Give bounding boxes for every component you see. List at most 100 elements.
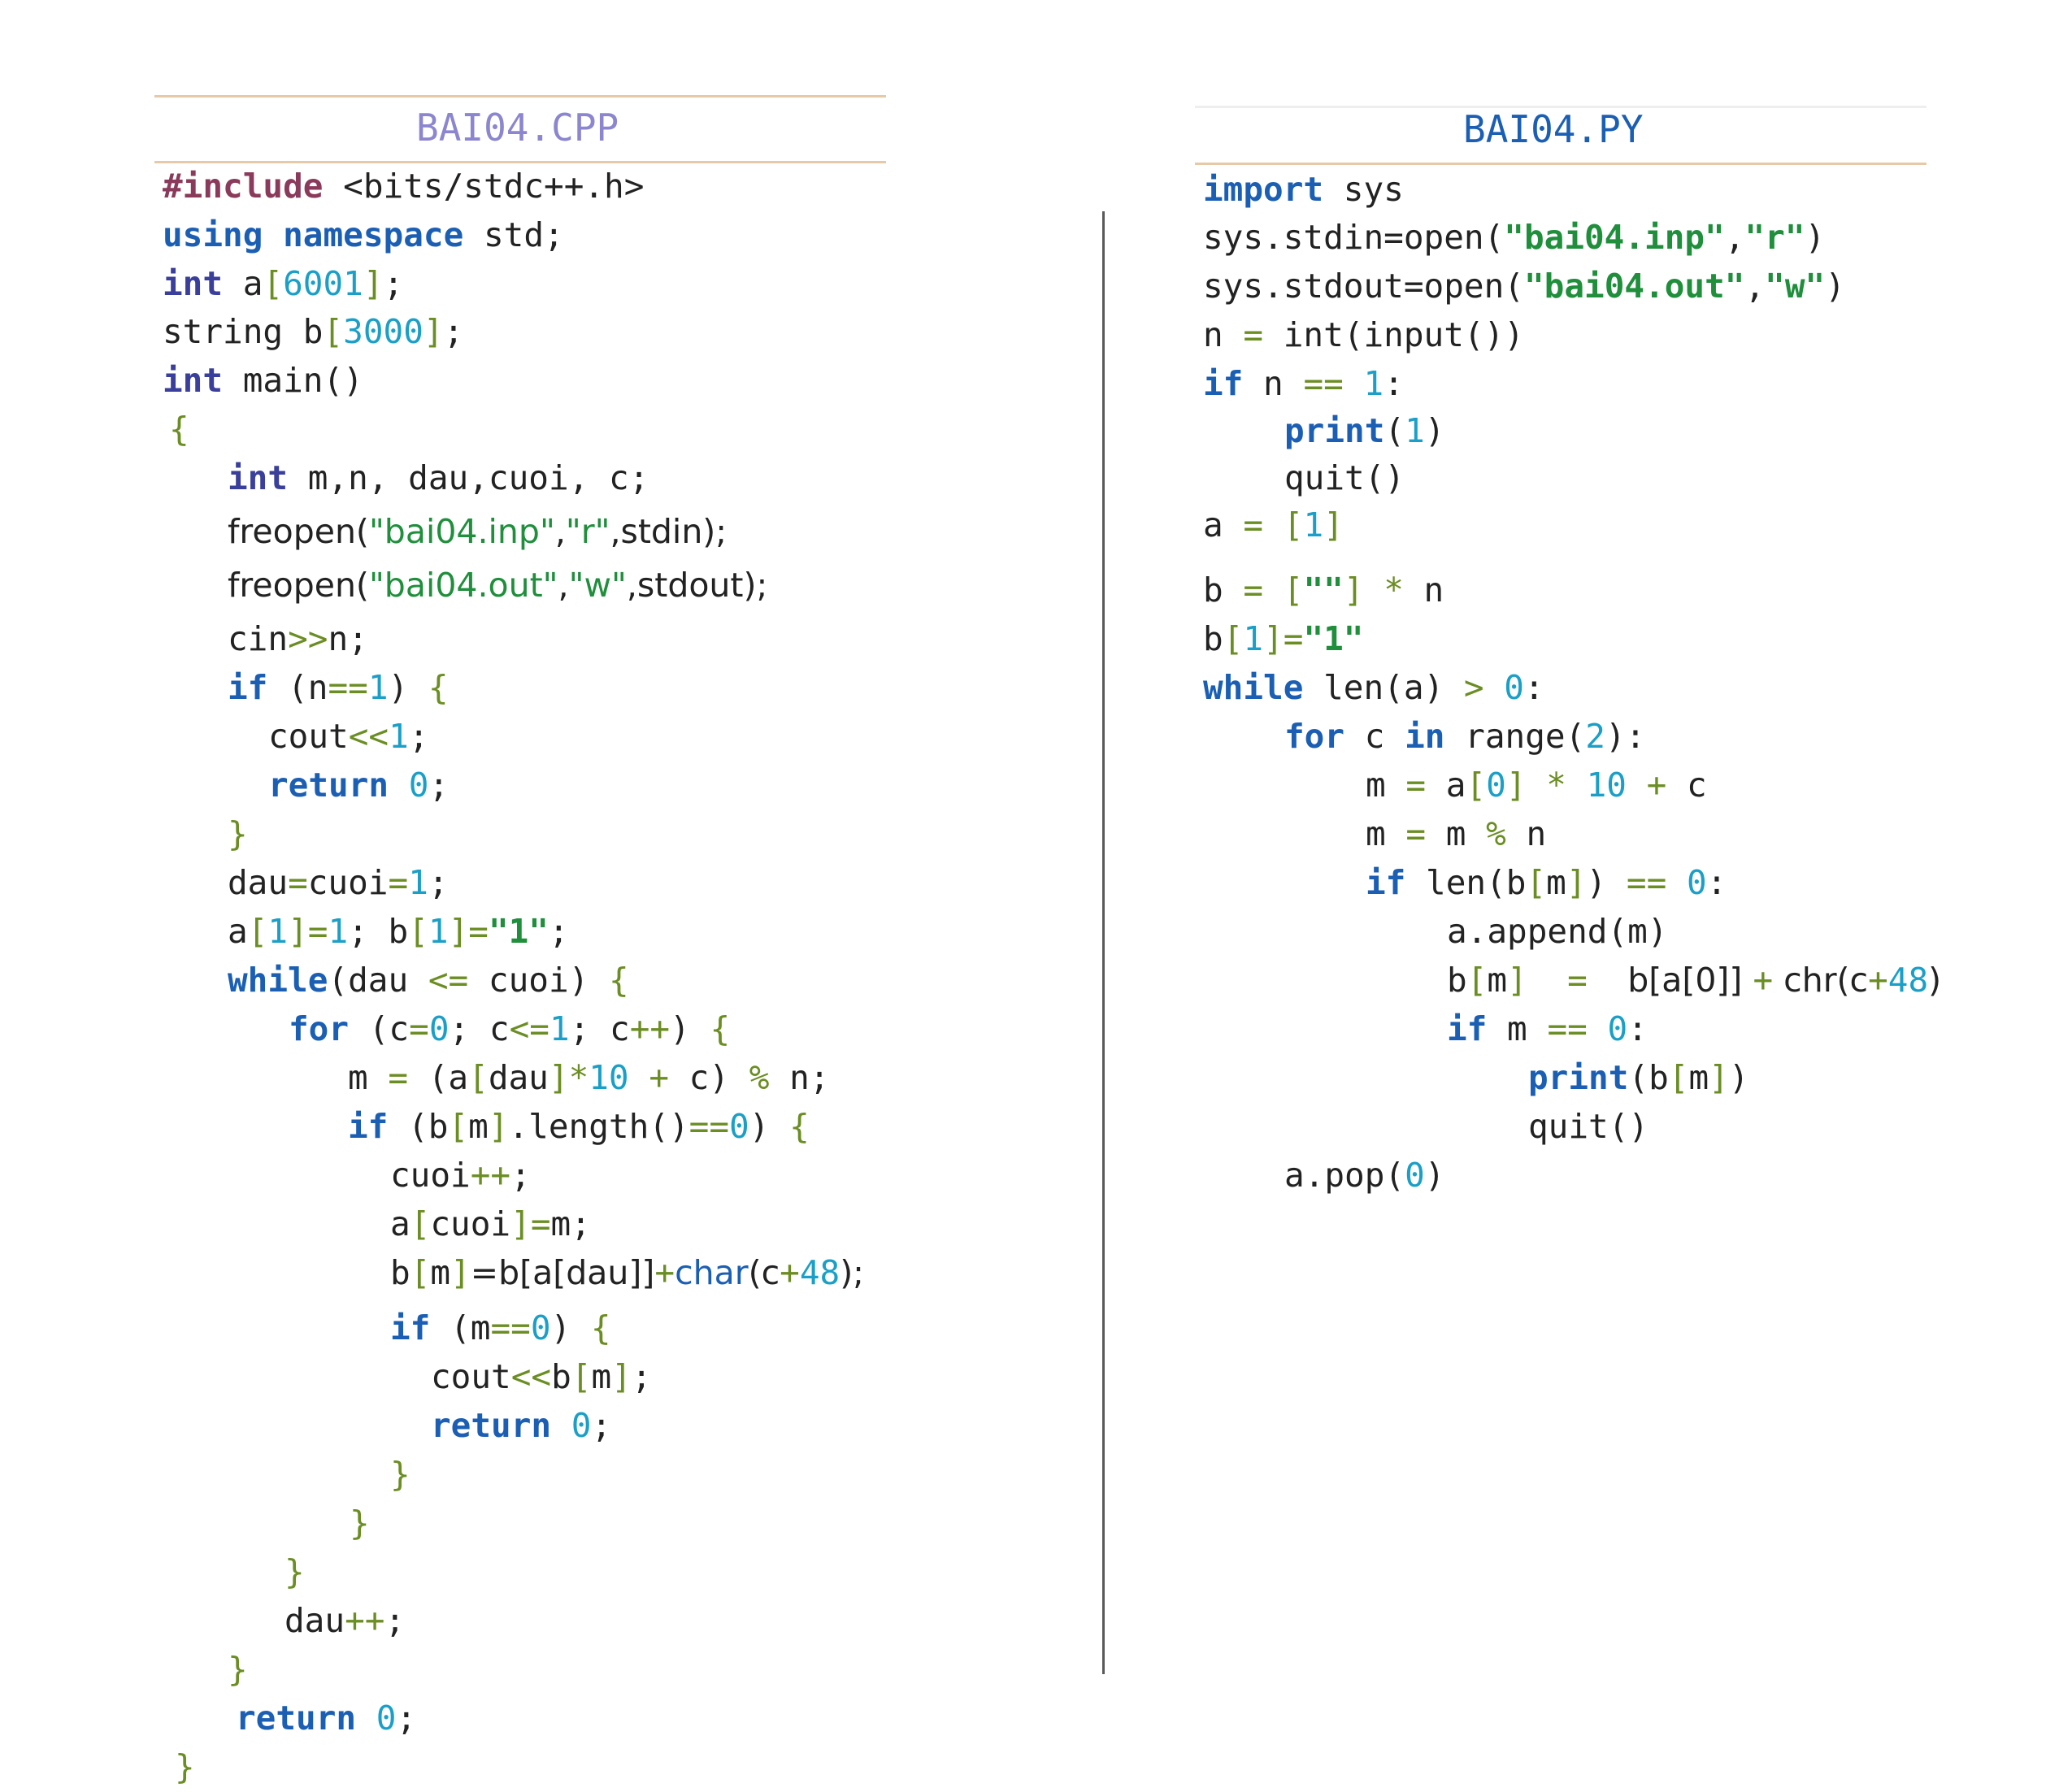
cpp-token: main() (223, 361, 363, 400)
cpp-token: [ (448, 1107, 469, 1146)
py-code-line: m = m % n (1366, 818, 1546, 851)
cpp-token: { (590, 1308, 611, 1347)
cpp-token: <bits/stdc++.h> (323, 167, 645, 206)
cpp-title: BAI04.CPP (416, 106, 619, 150)
py-token: ] (1709, 1058, 1729, 1097)
cpp-token: b (551, 1357, 571, 1396)
cpp-code-line: if (m==0) { (390, 1312, 611, 1345)
py-token: = (1283, 619, 1304, 658)
py-token: ] (1566, 863, 1587, 902)
cpp-token: { (428, 668, 449, 707)
cpp-token: string b (163, 312, 324, 351)
py-token: "bai04.inp" (1504, 218, 1725, 257)
py-token: "bai04.out" (1523, 267, 1745, 306)
py-token: m (1546, 863, 1566, 902)
py-token: n (1203, 315, 1244, 354)
py-code-line: if m == 0: (1447, 1013, 1648, 1046)
cpp-code-line: { (169, 413, 189, 446)
cpp-token: (a (408, 1058, 469, 1097)
cpp-token: } (175, 1747, 195, 1786)
py-token: ] (1505, 766, 1527, 805)
py-token: 1 (1303, 505, 1324, 545)
cpp-token: 0 (408, 766, 429, 805)
py-token: m (1366, 814, 1406, 853)
cpp-token: << (348, 717, 389, 756)
cpp-token: ; (549, 912, 569, 951)
py-code-line: if n == 1: (1203, 367, 1404, 401)
py-token: n (1505, 814, 1547, 853)
cpp-code-line: cout<<b[m]; (431, 1360, 652, 1394)
cpp-token: { (789, 1107, 810, 1146)
py-token: "1" (1303, 619, 1364, 658)
py-code-line: sys.stdout=open("bai04.out","w") (1203, 270, 1845, 303)
py-token: chr(c (1773, 961, 1869, 1000)
py-token: len(b (1405, 863, 1527, 902)
cpp-code-line: } (285, 1556, 305, 1589)
py-token: quit() (1528, 1107, 1649, 1146)
cpp-token: =b[a[dau]] (470, 1253, 655, 1292)
cpp-token (356, 1699, 376, 1738)
py-token: ] (1507, 961, 1527, 1000)
py-code-line: b = [""] * n (1203, 574, 1444, 607)
cpp-token (629, 1058, 649, 1097)
cpp-code-line: cin>>n; (228, 623, 368, 656)
cpp-token: ) (749, 1107, 790, 1146)
cpp-token: ] (423, 312, 444, 351)
cpp-token: m (348, 1058, 389, 1097)
cpp-token: cuoi (430, 1204, 511, 1243)
py-token (1484, 668, 1505, 707)
py-token: [ (1466, 961, 1488, 1000)
cpp-token: [ (410, 1253, 431, 1292)
py-token: for (1284, 717, 1345, 756)
cpp-token: ; (591, 1406, 612, 1445)
cpp-token: cuoi (390, 1156, 471, 1195)
py-token: ) (1928, 961, 1942, 1000)
cpp-token: m (430, 1253, 451, 1292)
cpp-token: ++ (345, 1601, 385, 1640)
py-token: 0 (1607, 1009, 1628, 1048)
cpp-token: 1 (408, 863, 428, 902)
py-token: = (1243, 505, 1264, 545)
py-token: = (1567, 961, 1588, 1000)
py-token: print (1284, 411, 1385, 450)
cpp-token: (dau (328, 961, 428, 1000)
cpp-token: , (554, 512, 566, 551)
cpp-token: int (228, 458, 289, 497)
cpp-token: = (288, 863, 308, 902)
py-token: ) (1805, 218, 1826, 257)
py-token: : (1706, 863, 1727, 902)
cpp-token: == (490, 1308, 531, 1347)
cpp-token: ] (611, 1357, 632, 1396)
cpp-token: ] (448, 912, 469, 951)
cpp-token: while (228, 961, 328, 1000)
py-token (1527, 961, 1567, 1000)
cpp-token: [ (571, 1357, 592, 1396)
py-token: "" (1303, 571, 1344, 610)
py-token: [ (1283, 571, 1304, 610)
cpp-token: ; (396, 1699, 417, 1738)
py-token: ) (1424, 411, 1445, 450)
cpp-code-line: } (175, 1751, 195, 1784)
cpp-token: (m (430, 1308, 491, 1347)
py-token: 0 (1486, 766, 1506, 805)
cpp-token: "bai04.inp" (368, 512, 555, 551)
py-token: import (1203, 170, 1324, 209)
py-code-line: sys.stdin=open("bai04.inp","r") (1203, 221, 1825, 254)
cpp-token: >> (288, 619, 328, 658)
py-token: sys.stdin=open( (1203, 218, 1505, 257)
cpp-token: } (228, 814, 248, 853)
py-token: 1 (1405, 411, 1425, 450)
py-token (1263, 571, 1284, 610)
cpp-token: * (568, 1058, 589, 1097)
cpp-token (263, 215, 283, 254)
py-token: 1 (1363, 364, 1384, 403)
py-code-line: if len(b[m]) == 0: (1366, 866, 1727, 900)
cpp-code-line: return 0; (268, 769, 449, 802)
cpp-token: "r" (565, 512, 610, 551)
cpp-token: = (468, 912, 489, 951)
cpp-token: <= (509, 1009, 549, 1048)
py-token: ] (1343, 571, 1364, 610)
py-token: ) (1424, 1156, 1445, 1195)
cpp-token: 1 (549, 1009, 570, 1048)
cpp-code-line: for (c=0; c<=1; c++) { (289, 1013, 730, 1046)
